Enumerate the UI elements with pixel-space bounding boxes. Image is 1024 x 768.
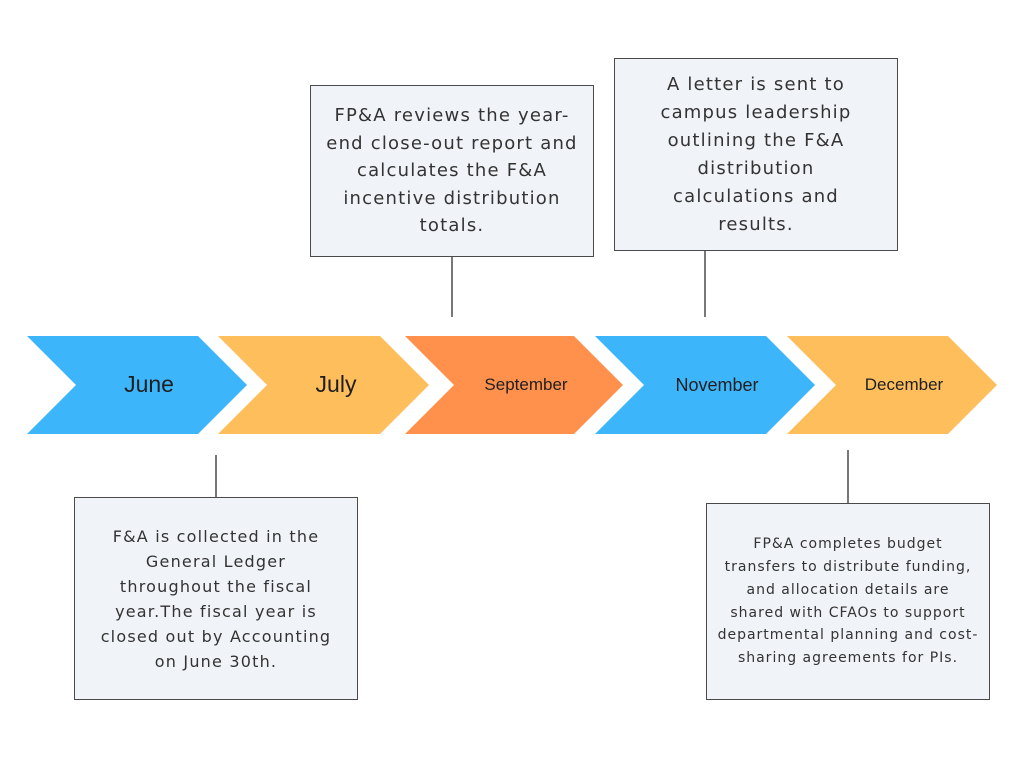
month-label-july: July <box>316 371 357 397</box>
chevron-november <box>595 336 815 434</box>
callout-november-text: A letter is sent to campus leadership ou… <box>660 73 852 235</box>
callout-december: FP&A completes budget transfers to distr… <box>706 503 990 700</box>
callout-september-text: FP&A reviews the year-end close-out repo… <box>326 105 578 237</box>
callout-november: A letter is sent to campus leadership ou… <box>614 58 898 251</box>
chevron-june <box>27 336 247 434</box>
month-label-december: December <box>865 375 944 394</box>
month-label-september: September <box>484 375 567 394</box>
month-label-june: June <box>124 371 174 397</box>
callout-june: F&A is collected in the General Ledger t… <box>74 497 358 700</box>
chevron-july <box>218 336 429 434</box>
chevron-december <box>787 336 997 434</box>
month-label-november: November <box>675 375 758 395</box>
callout-december-text: FP&A completes budget transfers to distr… <box>717 536 979 667</box>
chevron-september <box>405 336 623 434</box>
callout-june-text: F&A is collected in the General Ledger t… <box>100 526 332 671</box>
callout-september: FP&A reviews the year-end close-out repo… <box>310 85 594 257</box>
